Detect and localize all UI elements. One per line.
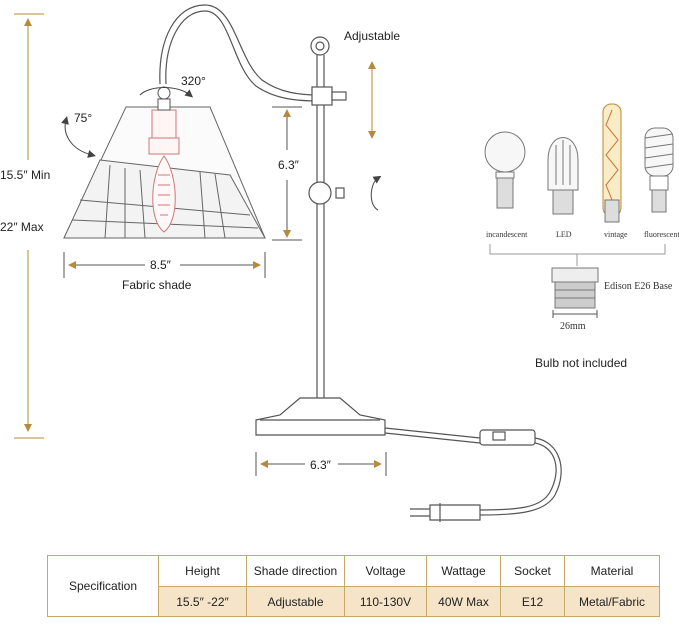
lamp-arm [159,4,321,102]
lamp-pole [255,36,386,436]
adjustable-label: Adjustable [344,29,401,43]
base-width-dimension [255,452,387,476]
candle-bulb [148,86,180,233]
shade-width-label: 8.5″ [150,258,171,272]
height-min-label: 15.5″ Min [0,168,51,182]
height-dimension [14,13,44,439]
spec-value-voltage: 110-130V [344,586,426,616]
bulb-type-vintage: vintage [604,230,628,239]
spec-header-shade-direction: Shade direction [246,556,344,586]
shade-height-label: 6.3″ [278,158,299,172]
power-cord [384,427,562,522]
spec-value-shade-direction: Adjustable [246,586,344,616]
spec-value-socket: E12 [500,586,564,616]
rotate-arrows [61,87,382,211]
spec-row-label: Specification [68,579,138,593]
spec-value-wattage: 40W Max [426,586,500,616]
led-bulb-icon [547,137,579,215]
spec-header-material: Material [564,556,659,586]
base-size-label: 26mm [560,321,586,332]
spec-header-wattage: Wattage [426,556,500,586]
fabric-shade-caption: Fabric shade [122,278,192,292]
bulb-type-led: LED [556,230,572,239]
spec-header-height: Height [158,556,246,586]
bulb-icons [484,103,674,318]
incandescent-bulb-icon [484,131,526,209]
angle-320-label: 320° [181,74,206,88]
e26-base-icon [551,267,599,309]
bulb-type-incandescent: incandescent [486,230,528,239]
spec-table: Specification Height Shade direction Vol… [47,555,660,617]
spec-value-height: 15.5″ -22″ [158,586,246,616]
angle-75-label: 75° [74,111,93,125]
spec-value-material: Metal/Fabric [564,586,659,616]
height-max-label: 22″ Max [0,220,44,234]
base-width-label: 6.3″ [310,458,331,472]
vintage-bulb-icon [602,103,622,223]
edison-base-label: Edison E26 Base [604,281,673,292]
bulb-type-fluorescent: fluorescent [644,230,679,239]
spec-header-voltage: Voltage [344,556,426,586]
shade-width-dimension [63,252,266,278]
bulb-note: Bulb not included [535,356,628,370]
shade-height-dimension [272,106,302,241]
fluorescent-bulb-icon [644,127,674,213]
spec-header-socket: Socket [500,556,564,586]
